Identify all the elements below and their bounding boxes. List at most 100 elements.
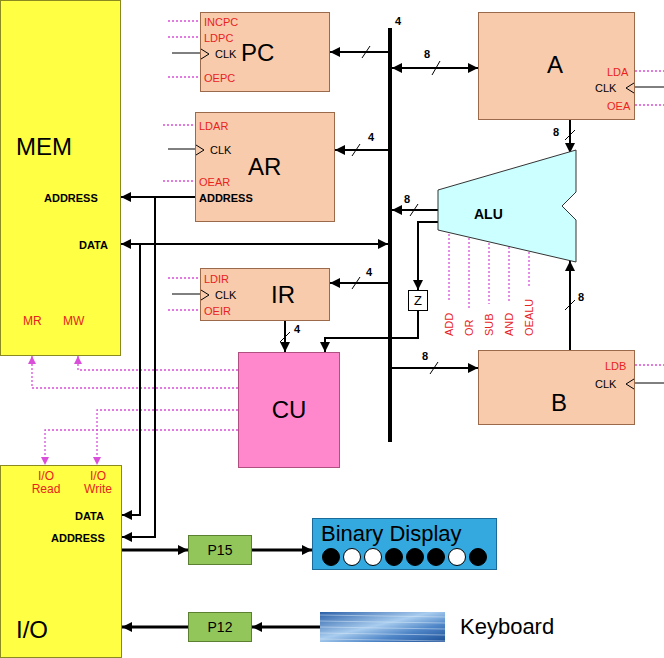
alu-control-signal: SUB	[482, 313, 496, 336]
clock-symbol	[196, 145, 204, 155]
bus-width: 8	[424, 47, 430, 61]
unit-name: IR	[271, 281, 295, 309]
unit-name: Z	[414, 293, 422, 308]
bus-width: 4	[294, 322, 300, 336]
clock-symbol	[201, 289, 211, 301]
signal-name: OEA	[607, 99, 630, 113]
keyboard-picture	[320, 612, 445, 642]
clock-line	[635, 87, 664, 88]
register-box: LDBCLKB	[478, 350, 635, 425]
io-block: I/O ReadI/O WriteDATAADDRESSI/O	[0, 465, 122, 658]
port-name: DATA	[75, 509, 104, 523]
led-dot	[470, 549, 487, 566]
data-path	[122, 197, 195, 537]
data-path	[121, 244, 140, 515]
system-bus	[392, 67, 478, 69]
control-signal-line	[168, 20, 200, 21]
register-box: LDARCLKAROEARADDRESS	[195, 112, 335, 222]
control-signal-line	[468, 238, 469, 310]
clock-symbol	[624, 82, 634, 94]
binary-display: Binary Display	[312, 518, 497, 570]
port-box: P15	[188, 535, 252, 565]
control-line	[32, 356, 238, 388]
register-box: A LDA CLK OEA	[478, 12, 635, 120]
memory-block: MEMADDRESSDATAMRMW	[0, 0, 121, 356]
system-bus	[362, 46, 370, 58]
clock-line	[635, 383, 664, 384]
signal-name: LDIR	[204, 272, 229, 286]
system-bus	[388, 28, 392, 442]
port-box: P12	[188, 612, 252, 642]
led-dot	[344, 549, 361, 566]
led-dot	[386, 549, 403, 566]
alu-control-signal: ADD	[442, 313, 456, 336]
clock-symbol	[624, 378, 634, 390]
keyboard-picture	[320, 639, 445, 641]
control-signal-line	[168, 76, 200, 77]
unit-name: PC	[241, 39, 274, 67]
signal-name: LDAR	[199, 119, 228, 133]
clock-pin: CLK	[595, 81, 616, 95]
control-signal-line	[168, 36, 200, 37]
unit-name: ALU	[474, 206, 503, 222]
control-signal-line	[163, 124, 195, 125]
signal-name: LDA	[607, 65, 628, 79]
data-path	[252, 626, 320, 629]
clock-pin: CLK	[210, 143, 231, 157]
control-unit: CU	[238, 352, 340, 468]
led-dot	[407, 549, 424, 566]
led-row	[313, 546, 496, 568]
bus-width: 8	[553, 125, 559, 139]
clock-symbol	[201, 48, 211, 60]
signal-name: MW	[63, 314, 84, 328]
data-path	[122, 626, 188, 629]
alu-control-signal: OR	[462, 320, 476, 337]
control-signal-line	[528, 252, 529, 288]
unit-name: AR	[248, 153, 281, 181]
bus-width: 8	[578, 290, 584, 304]
unit-name: A	[547, 51, 563, 79]
clock-symbol	[196, 144, 206, 156]
control-signal-line	[448, 234, 449, 300]
unit-name: P15	[208, 542, 233, 558]
signal-name: OEPC	[204, 71, 235, 85]
bus-width: 4	[368, 130, 374, 144]
alu-control-signal: OEALU	[522, 299, 536, 336]
signal-name: I/O Read	[29, 470, 63, 496]
system-bus	[335, 149, 388, 151]
control-signal-line	[163, 180, 195, 181]
data-path	[325, 311, 418, 352]
control-signal-line	[168, 309, 200, 310]
control-line	[45, 430, 238, 465]
keyboard-picture	[320, 615, 445, 617]
led-dot	[323, 549, 340, 566]
clock-line	[172, 53, 200, 54]
keyboard-picture	[320, 612, 445, 642]
keyboard-image: Keyboard	[320, 612, 445, 642]
port-name: ADDRESS	[199, 191, 253, 205]
led-dot	[449, 549, 466, 566]
signal-name: INCPC	[204, 15, 238, 29]
alu-outline	[438, 150, 576, 262]
control-signal-line	[635, 364, 664, 365]
clock-symbol	[626, 379, 634, 389]
system-bus	[140, 243, 388, 245]
keyboard-picture	[320, 627, 445, 629]
unit-name: CU	[272, 396, 307, 424]
signal-name: MR	[23, 314, 42, 328]
unit-name: MEM	[16, 133, 72, 161]
unit-name: Keyboard	[460, 615, 554, 639]
data-path	[569, 120, 571, 153]
bus-width: 4	[366, 265, 372, 279]
alu-control-signal: AND	[502, 313, 516, 336]
port-name: DATA	[79, 238, 108, 252]
flag-box: Z	[408, 290, 428, 311]
control-signal-line	[488, 243, 489, 304]
signal-name: I/O Write	[80, 470, 116, 496]
unit-name: B	[551, 389, 567, 417]
control-signal-line	[508, 247, 509, 302]
system-bus	[352, 277, 360, 289]
data-path	[569, 261, 571, 350]
